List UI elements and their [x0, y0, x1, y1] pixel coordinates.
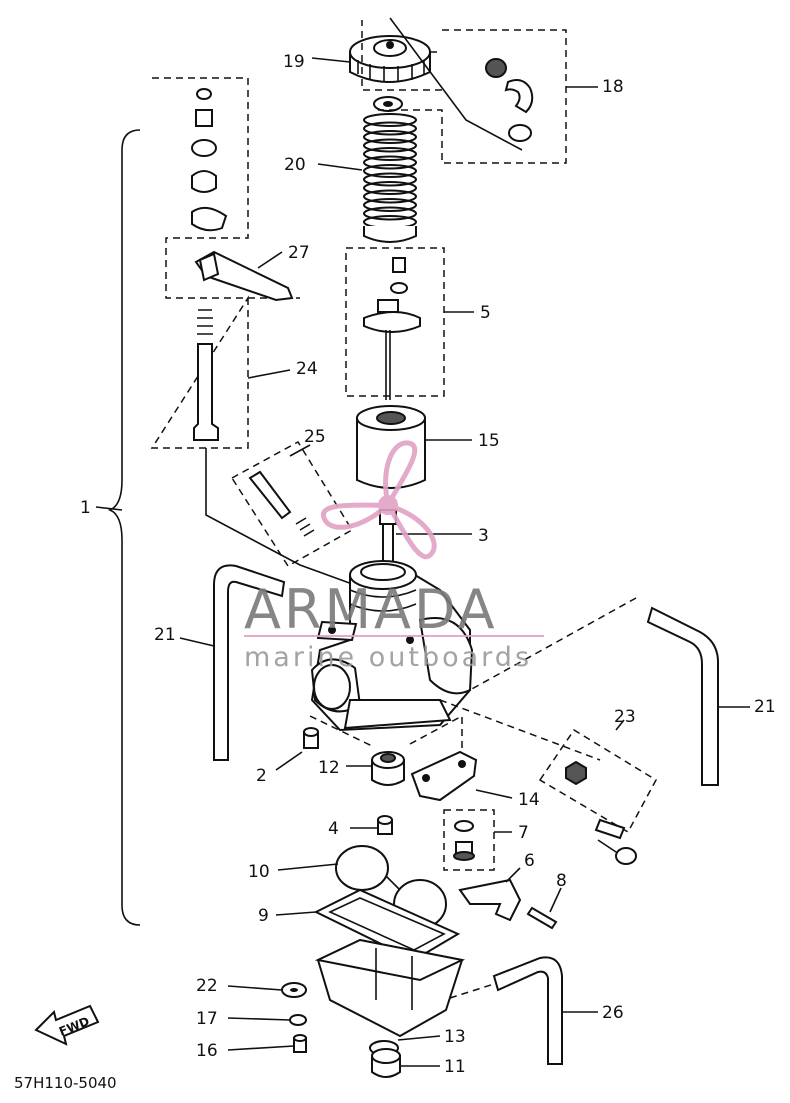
label-11: 11: [444, 1057, 466, 1077]
watermark-tagline: marine outboards: [244, 642, 532, 673]
armada-watermark: ARMADA marine outboards: [244, 440, 544, 673]
label-13: 13: [444, 1027, 466, 1047]
part-labels: 19 18 20 27 5 24 25 15 1 3 21 21 23 2 12…: [80, 52, 776, 1077]
label-10: 10: [248, 862, 270, 882]
leader-lines: [95, 57, 750, 1067]
throttle-stop-screw-group: [150, 77, 300, 449]
part-2-screw: [303, 727, 319, 749]
cap-washer: [373, 96, 403, 112]
propeller-blade: [320, 502, 396, 530]
label-5: 5: [480, 303, 491, 323]
spring-coil: [363, 121, 417, 136]
propeller-blade: [381, 500, 437, 559]
label-22: 22: [196, 976, 218, 996]
label-23: 23: [614, 707, 636, 727]
part-16-screw: [293, 1034, 307, 1053]
spring-seat: [363, 226, 417, 243]
propeller-hub: [378, 495, 398, 515]
part-27-bracket: [194, 250, 294, 302]
part-4-jet: [377, 815, 393, 835]
part-24-screw: [193, 309, 356, 586]
part-18-group: [361, 17, 567, 164]
part-26-drain-hose: [449, 956, 563, 1065]
label-12: 12: [318, 758, 340, 778]
part-6-pin: [458, 878, 522, 922]
spring-coil: [363, 147, 417, 161]
propeller-logo-icon: [320, 440, 437, 559]
spring-coil: [363, 113, 417, 127]
part-8-float-pin: [526, 906, 558, 930]
label-6: 6: [524, 851, 535, 871]
label-21-right: 21: [754, 697, 776, 717]
part-20-spring: [363, 113, 417, 243]
label-15: 15: [478, 431, 500, 451]
spring-coil: [363, 206, 417, 221]
watermark-brand: ARMADA: [244, 578, 498, 641]
label-14: 14: [518, 790, 540, 810]
label-3: 3: [478, 526, 489, 546]
spring-coil: [363, 198, 417, 212]
diagram-code: 57H110-5040: [14, 1074, 117, 1092]
part-17-washer: [289, 1014, 307, 1026]
label-7: 7: [518, 823, 529, 843]
label-19: 19: [283, 52, 305, 72]
spring-coil: [363, 164, 417, 178]
part-21-left-hose: [213, 564, 286, 761]
label-8: 8: [556, 871, 567, 891]
label-9: 9: [258, 906, 269, 926]
spring-coil: [363, 189, 417, 204]
fwd-arrow-icon: FWD: [34, 1004, 100, 1046]
propeller-blade: [383, 440, 418, 513]
label-1: 1: [80, 498, 91, 518]
part-12-jet-holder: [371, 751, 405, 786]
spring-coil: [363, 138, 417, 153]
spring-coil: [363, 181, 417, 195]
label-17: 17: [196, 1009, 218, 1029]
label-4: 4: [328, 819, 339, 839]
part-5-needle-group: [345, 247, 445, 400]
carburetor-body: [310, 560, 474, 732]
label-16: 16: [196, 1041, 218, 1061]
part-7-group: [443, 809, 495, 871]
float-bowl: [314, 938, 466, 1038]
label-27: 27: [288, 243, 310, 263]
assembly-bracket: [107, 129, 141, 926]
label-2: 2: [256, 766, 267, 786]
label-26: 26: [602, 1003, 624, 1023]
part-23-group: [538, 728, 657, 865]
label-24: 24: [296, 359, 318, 379]
label-21-left: 21: [154, 625, 176, 645]
label-18: 18: [602, 77, 624, 97]
part-11-plug: [371, 1048, 401, 1078]
part-19-cap: [349, 35, 431, 83]
part-25-pilot-screw: [230, 441, 354, 568]
part-22-washer: [281, 982, 307, 998]
label-20: 20: [284, 155, 306, 175]
spring-coil: [363, 155, 417, 170]
part-21-right-hose: [439, 597, 719, 786]
part-14-plate: [309, 714, 478, 802]
spring-coil: [363, 172, 417, 187]
spring-coil: [363, 130, 417, 144]
label-25: 25: [304, 427, 326, 447]
